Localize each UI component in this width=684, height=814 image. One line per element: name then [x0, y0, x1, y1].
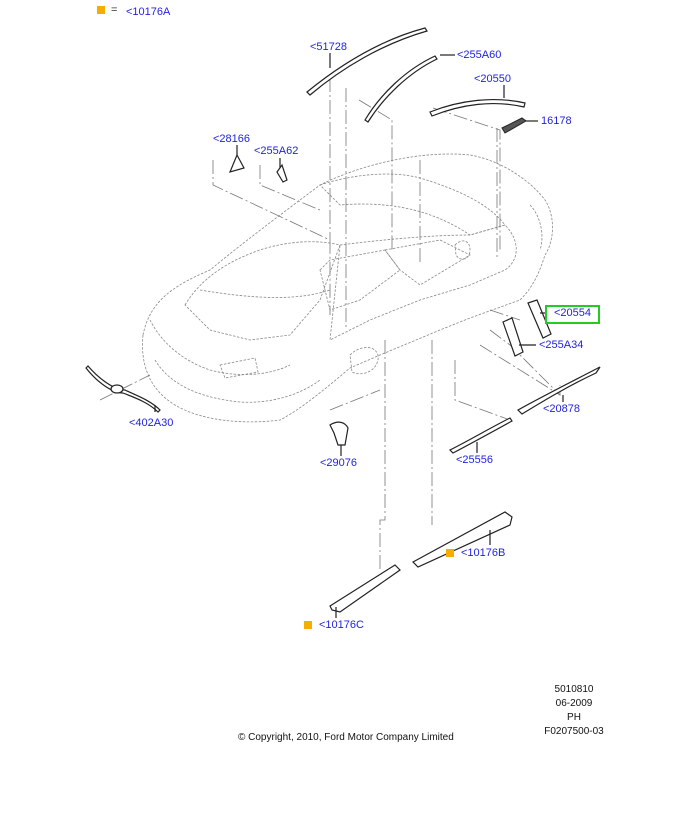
- marker-10176B: [446, 549, 454, 557]
- parts: [85, 27, 601, 613]
- part-sill-10176B: [412, 511, 513, 568]
- callout-16178[interactable]: 16178: [541, 115, 572, 127]
- legend-label[interactable]: <10176A: [126, 6, 171, 18]
- part-grille-badge: [110, 384, 124, 394]
- marker-10176C: [304, 621, 312, 629]
- selected-callout-highlight: [545, 305, 600, 324]
- callout-402A30[interactable]: <402A30: [129, 417, 174, 429]
- doc-region: PH: [567, 712, 581, 723]
- callout-10176B[interactable]: <10176B: [461, 547, 506, 559]
- part-bracket-29076: [329, 421, 349, 446]
- copyright: © Copyright, 2010, Ford Motor Company Li…: [238, 732, 454, 743]
- callout-51728[interactable]: <51728: [310, 41, 348, 53]
- callout-29076[interactable]: <29076: [320, 457, 358, 469]
- part-applique-255A62: [276, 163, 288, 183]
- callout-20550[interactable]: <20550: [474, 73, 512, 85]
- callout-20554[interactable]: <20554: [554, 307, 592, 319]
- part-moulding-25556: [448, 417, 513, 454]
- doc-date: 06-2009: [555, 698, 593, 709]
- callout-25556[interactable]: <25556: [456, 454, 494, 466]
- callout-20878[interactable]: <20878: [543, 403, 581, 415]
- part-roof-moulding-51728: [306, 27, 428, 96]
- callout-255A60[interactable]: <255A60: [457, 49, 502, 61]
- callout-10176C[interactable]: <10176C: [319, 619, 364, 631]
- part-applique-28166: [228, 153, 245, 173]
- doc-number: 5010810: [554, 684, 594, 695]
- callout-pins: [154, 53, 564, 618]
- part-applique-20554: [527, 299, 552, 339]
- part-moulding-20878: [517, 366, 601, 415]
- legend-marker: [97, 6, 105, 14]
- callout-255A62[interactable]: <255A62: [254, 145, 299, 157]
- part-clip-16178: [501, 117, 527, 134]
- figure-id: F0207500-03: [544, 726, 604, 737]
- part-applique-255A34: [502, 317, 524, 357]
- assembly-lines: [99, 78, 561, 570]
- vehicle-outline: [142, 153, 553, 423]
- callout-255A34[interactable]: <255A34: [539, 339, 584, 351]
- part-moulding-20550: [429, 98, 526, 117]
- part-drip-moulding-255A60: [364, 55, 438, 123]
- legend-equals: =: [111, 4, 118, 16]
- callout-28166[interactable]: <28166: [213, 133, 251, 145]
- part-sill-10176C: [329, 564, 401, 613]
